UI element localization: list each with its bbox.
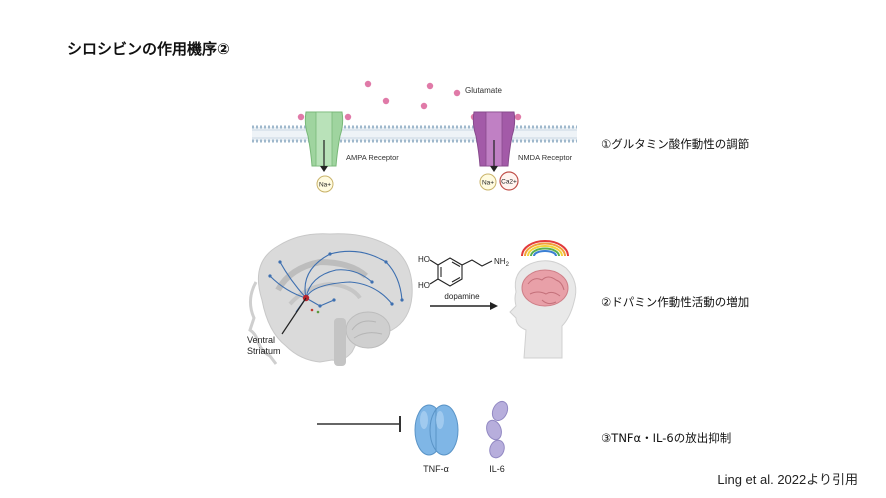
svg-text:Ca2+: Ca2+ [501, 179, 517, 186]
pathway-nodes [268, 252, 404, 314]
nmda-receptor [472, 111, 516, 172]
glutamate-panel: Glutamate AMPA Receptor Na+ NMDA Recepto… [252, 80, 577, 193]
ventral-striatum-label-line2: Striatum [247, 346, 281, 356]
citation: Ling et al. 2022より引用 [717, 472, 858, 487]
rainbow-icon [521, 240, 569, 257]
hydroxyl-top-label: HO [418, 255, 430, 264]
svg-text:Na+: Na+ [482, 180, 494, 187]
svg-text:Na+: Na+ [319, 182, 331, 189]
dopamine-structure [429, 257, 493, 287]
increase-arrow [430, 302, 498, 310]
sodium-ion-nmda: Na+ [479, 173, 497, 191]
caption-dopamine: ②ドパミン作動性活動の増加 [601, 295, 750, 309]
ampa-receptor-label: AMPA Receptor [346, 153, 399, 162]
tnf-alpha-label: TNF-α [423, 464, 449, 474]
ventral-striatum-label-line1: Ventral [247, 335, 275, 345]
glutamate-molecules [297, 80, 522, 121]
calcium-ion-nmda: Ca2+ [499, 171, 519, 191]
caption-inflammation: ③TNFα・IL-6の放出抑制 [601, 431, 732, 445]
dopamine-label: dopamine [444, 292, 480, 301]
amine-label: NH2 [494, 257, 510, 268]
sodium-ion-ampa: Na+ [316, 175, 334, 193]
caption-glutamate: ①グルタミン酸作動性の調節 [601, 137, 750, 151]
cell-membrane [252, 125, 577, 143]
nmda-receptor-label: NMDA Receptor [518, 153, 573, 162]
il6-label: IL-6 [489, 464, 505, 474]
glutamate-label: Glutamate [465, 86, 502, 95]
brain-sagittal-illustration [248, 233, 413, 366]
cytokine-panel: TNF-α IL-6 [317, 400, 509, 474]
dopamine-panel: Ventral Striatum HO HO NH2 dopamine [247, 233, 577, 366]
head-profile-illustration [509, 260, 577, 359]
ampa-receptor [304, 111, 344, 172]
inhibition-bar [317, 416, 401, 432]
tnf-alpha-icon [414, 404, 459, 456]
il6-icon [486, 400, 509, 459]
hydroxyl-bottom-label: HO [418, 281, 430, 290]
page-title: シロシビンの作用機序② [67, 40, 230, 58]
ventral-striatum-marker [281, 294, 310, 335]
